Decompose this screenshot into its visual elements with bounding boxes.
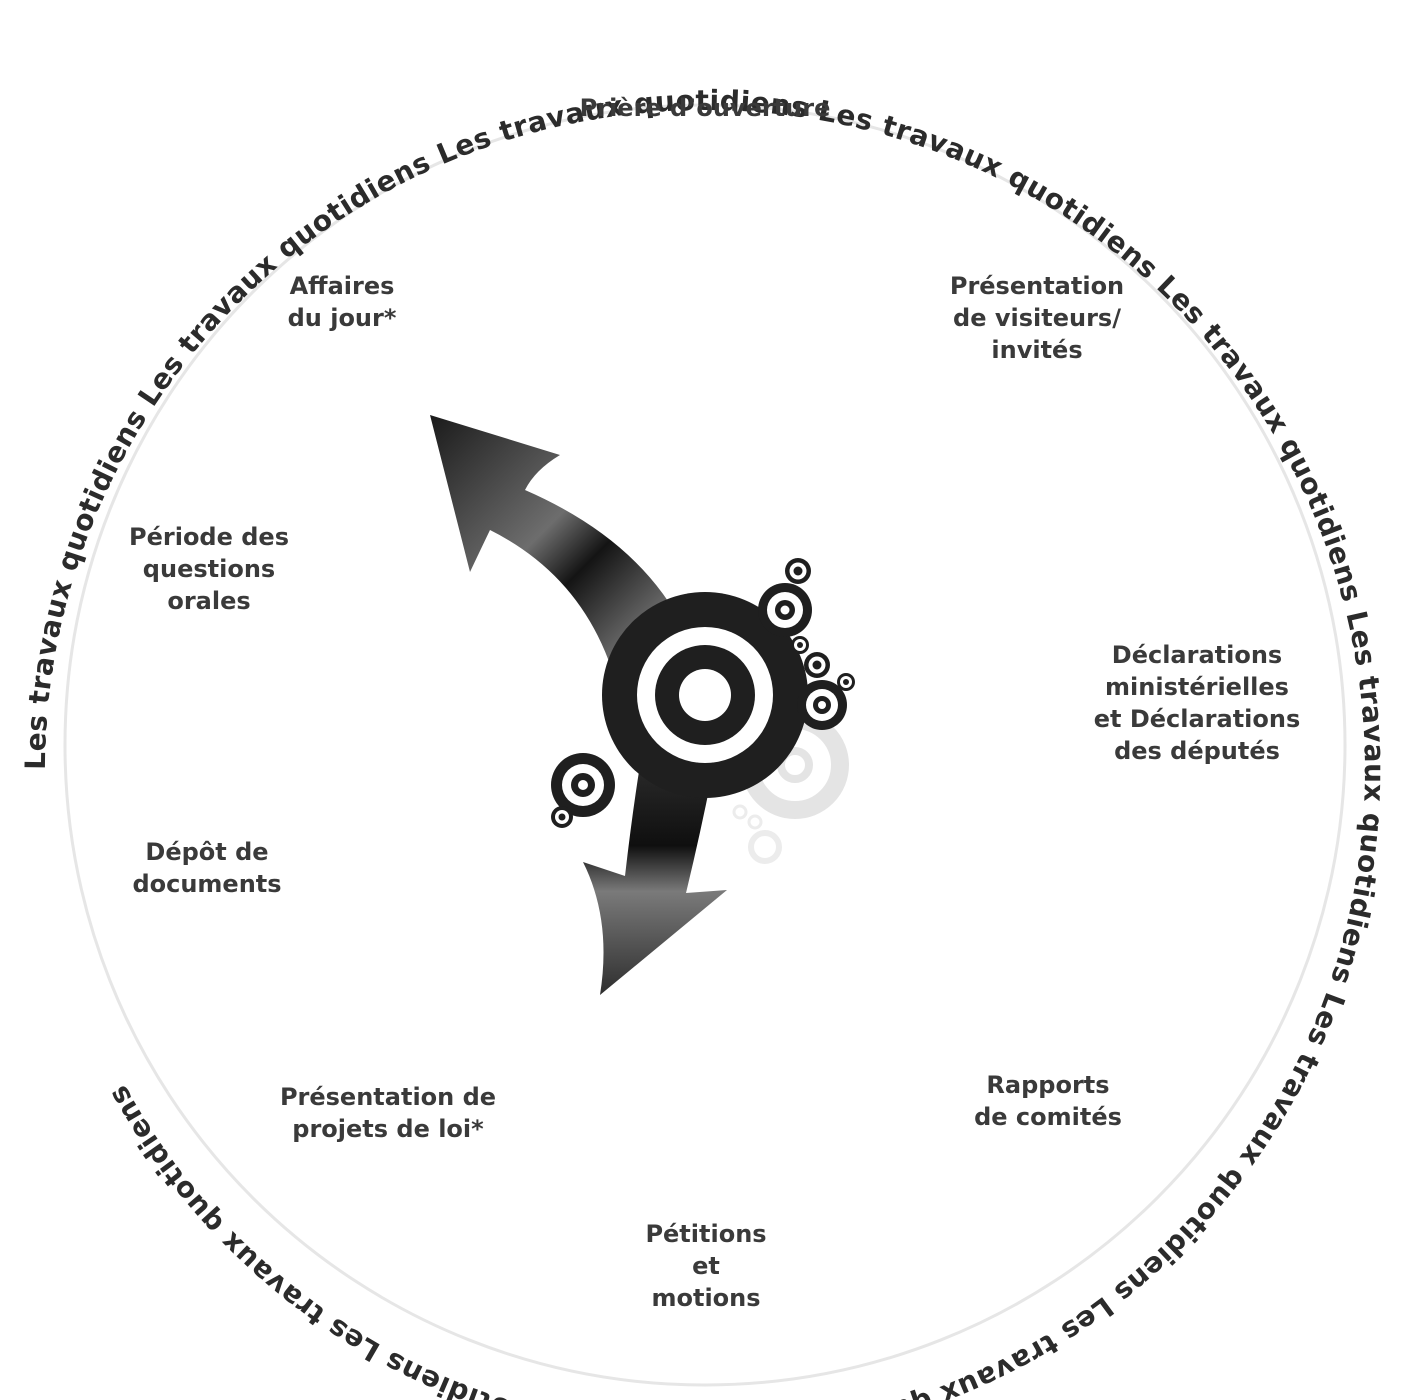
ring-outline — [63, 103, 1347, 1387]
stage-label-affaires-jour: Affaires du jour* — [287, 272, 397, 332]
stage-label-priere: Prière d’ouverture — [579, 94, 831, 122]
stage-label-projets-loi: Présentation de projets de loi* — [279, 1083, 497, 1143]
stage-label-petitions: Pétitions et motions — [645, 1220, 767, 1312]
concentric-circles-icon — [551, 558, 855, 828]
stage-label-presentation-visiteurs: Présentation de visiteurs/ invités — [949, 272, 1125, 364]
stage-label-depot: Dépôt de documents — [132, 838, 282, 898]
stage-label-periode-questions: Période des questions orales — [129, 523, 289, 615]
target-icon — [602, 592, 808, 798]
curved-arrow-up-left-icon — [430, 415, 685, 670]
stage-label-rapports: Rapports de comités — [974, 1071, 1122, 1131]
curved-arrow-down-icon — [583, 765, 727, 995]
stage-label-declarations: Déclarations ministérielles et Déclarati… — [1093, 641, 1301, 765]
